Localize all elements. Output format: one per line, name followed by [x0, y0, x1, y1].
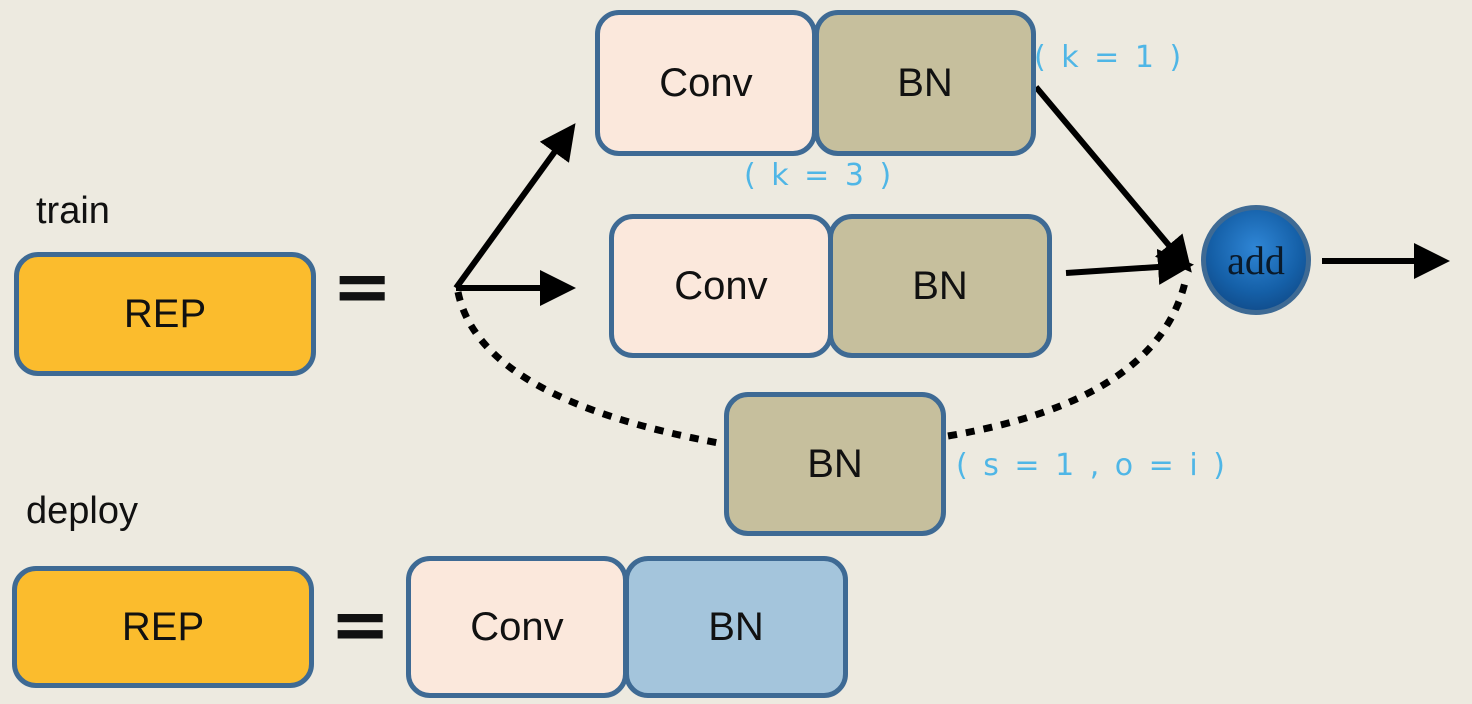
param-identity: ( s = 1 , o = i ): [956, 448, 1228, 483]
arrow-to-conv3-branch: [453, 123, 576, 290]
conv-block-k3: Conv: [595, 10, 817, 156]
bn-block-identity: BN: [724, 392, 946, 536]
arrow-k3-to-add: [1033, 85, 1192, 273]
equals-sign-deploy: =: [330, 582, 391, 666]
conv-block-k1: Conv: [609, 214, 833, 358]
add-node: add: [1201, 205, 1311, 315]
equals-sign-train: =: [332, 244, 393, 328]
bn-block-deploy: BN: [624, 556, 848, 698]
rep-block-deploy: REP: [12, 566, 314, 688]
train-label: train: [36, 190, 110, 232]
identity-branch-out: [947, 277, 1190, 440]
param-k1: ( k = 1 ): [1034, 40, 1185, 75]
rep-block-train: REP: [14, 252, 316, 376]
arrow-k1-to-add: [1065, 249, 1194, 285]
conv-block-deploy: Conv: [406, 556, 628, 698]
bn-block-k3: BN: [814, 10, 1036, 156]
bn-block-k1: BN: [828, 214, 1052, 358]
param-k3: ( k = 3 ): [744, 158, 895, 193]
deploy-label: deploy: [26, 490, 138, 532]
